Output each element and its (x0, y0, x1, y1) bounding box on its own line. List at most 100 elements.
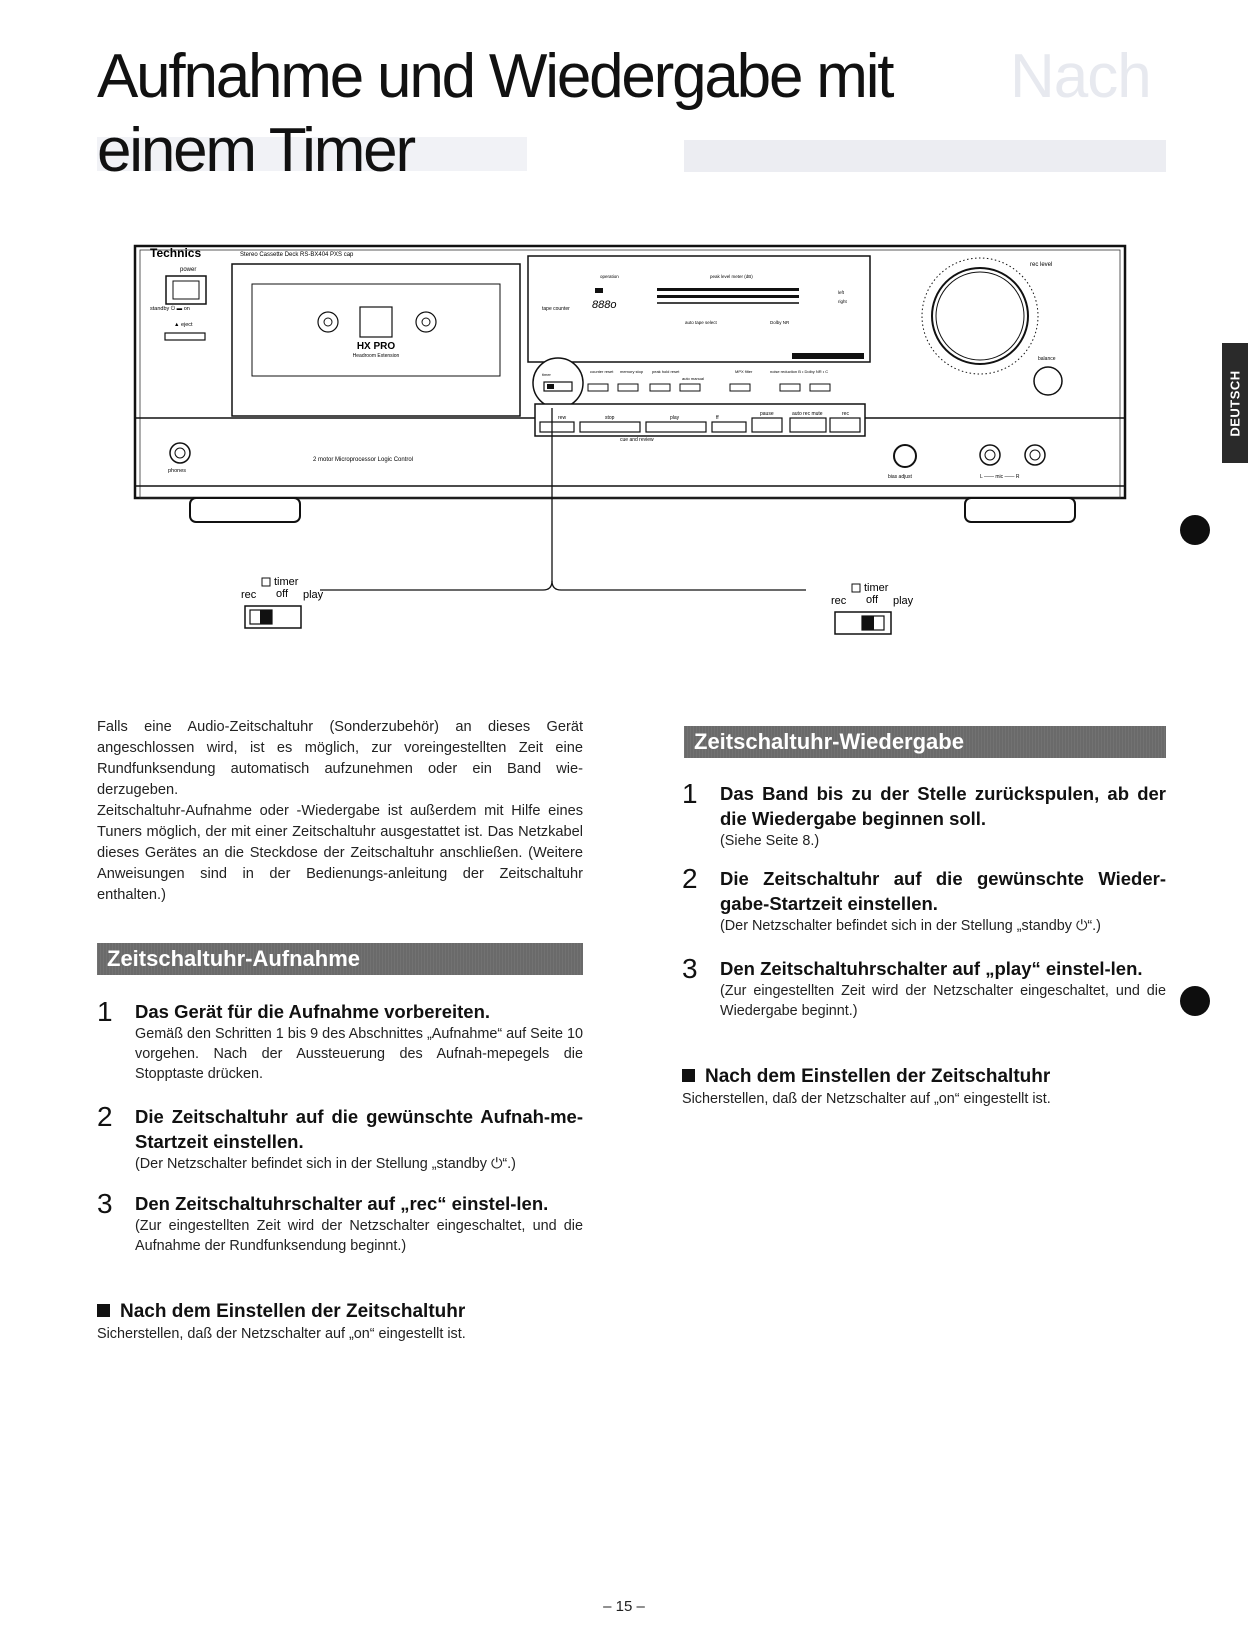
left-channel-label: left (838, 290, 845, 295)
ff-label: ff (716, 415, 719, 421)
bleed-through-bar (97, 137, 527, 171)
counter-reset-label: counter reset (590, 369, 614, 374)
language-tab-label: DEUTSCH (1227, 369, 1243, 437)
logic-control-label: 2 motor Microprocessor Logic Control (313, 457, 413, 463)
counter-reset-button[interactable] (587, 383, 609, 392)
hx-pro-sub: Headroom Extension (353, 353, 400, 359)
peak-hold-button[interactable] (649, 383, 671, 392)
device-timer-switch[interactable] (543, 381, 573, 392)
note-title: Nach dem Einstellen der Zeitschaltuhr (682, 1065, 1166, 1089)
timer-icon (851, 583, 861, 593)
auto-rec-mute-label: auto rec mute (792, 411, 823, 417)
auto-tape-select-label: auto tape select (685, 320, 718, 325)
play-button[interactable] (645, 421, 707, 433)
timer-label: timer (864, 582, 889, 594)
step-number: 2 (682, 863, 698, 894)
pause-label: pause (760, 411, 774, 417)
playback-step: 3 Den Zeitschaltuhrschalter auf „play“ e… (682, 953, 1166, 1021)
eject-label: ▲ eject (174, 322, 193, 328)
auto-manual-label: auto manual (682, 376, 704, 381)
section-heading-playback: Zeitschaltuhr-Wiedergabe (684, 726, 1166, 758)
bleed-through-heading: Nach (1010, 42, 1152, 111)
step-title: Den Zeitschaltuhrschalter auf „play“ ein… (720, 958, 1143, 979)
dolby-logo (792, 353, 864, 359)
step-body: (Zur eingestellten Zeit wird der Netzsch… (135, 1218, 583, 1254)
noise-reduction-label: noise reduction B • Dolby NR • C (770, 369, 828, 374)
bleed-through-bar (684, 140, 1166, 172)
pause-button[interactable] (751, 417, 783, 433)
step-title: Das Band bis zu der Stelle zurückspulen,… (720, 783, 1166, 829)
note-body: Sicherstellen, daß der Netzschalter auf … (682, 1091, 1051, 1107)
timer-switch-rec: timer rec off play (241, 576, 324, 629)
note-title-text: Nach dem Einstellen der Zeitschaltuhr (120, 1301, 466, 1322)
timer-label: timer (274, 576, 299, 588)
timer-switch-play: timer rec off play (831, 582, 914, 635)
counter-display: 888o (592, 299, 616, 311)
switch-knob-play (862, 616, 874, 630)
transport-buttons: rew stop play ff pause auto rec mute rec… (539, 411, 861, 443)
cassette-deck-illustration: Technics Stereo Cassette Deck RS-BX404 P… (133, 244, 1127, 591)
memory-stop-button[interactable] (617, 383, 639, 392)
eject-button[interactable] (164, 332, 206, 341)
intro-paragraph: Falls eine Audio-Zeitschaltuhr (Sonderzu… (97, 719, 583, 798)
playback-step: 1 Das Band bis zu der Stelle zurückspule… (682, 779, 1166, 851)
mpx-filter-button[interactable] (729, 383, 751, 392)
stop-button[interactable] (579, 421, 641, 433)
callout-line-play (551, 580, 806, 591)
square-bullet-icon (682, 1069, 695, 1082)
step-title: Die Zeitschaltuhr auf die gewünschte Auf… (135, 1106, 583, 1152)
hx-pro-label: HX PRO (357, 341, 396, 352)
step-title: Die Zeitschaltuhr auf die gewünschte Wie… (720, 868, 1166, 914)
note-body: Sicherstellen, daß der Netzschalter auf … (97, 1326, 466, 1342)
bias-adjust-knob[interactable] (893, 444, 917, 468)
switch-knob-rec (260, 610, 272, 624)
off-position-label: off (276, 588, 289, 600)
rec-button[interactable] (829, 417, 861, 433)
timer-icon (261, 577, 271, 587)
rew-button[interactable] (539, 421, 575, 433)
step-body: (Der Netzschalter befindet sich in der S… (135, 1156, 516, 1172)
page-title-line: Aufnahme und Wiedergabe mit (97, 42, 895, 111)
auto-manual-button[interactable] (679, 383, 701, 392)
margin-marker (1180, 515, 1210, 545)
recording-step: 3 Den Zeitschaltuhrschalter auf „rec“ ei… (97, 1188, 583, 1256)
noise-reduction-select-button[interactable] (809, 383, 831, 392)
step-number: 2 (97, 1101, 113, 1132)
intro-text: Falls eine Audio-Zeitschaltuhr (Sonderzu… (97, 717, 583, 906)
noise-reduction-button[interactable] (779, 383, 801, 392)
ff-button[interactable] (711, 421, 747, 433)
step-body: (Zur eingestellten Zeit wird der Netzsch… (720, 983, 1166, 1019)
brand-logo: Technics (150, 246, 201, 260)
dolby-nr-label: Dolby NR (770, 320, 790, 325)
play-label: play (670, 415, 680, 421)
rec-level-label: rec level (1030, 262, 1052, 268)
right-channel-label: right (838, 299, 848, 304)
balance-knob[interactable] (1033, 366, 1063, 396)
section-heading-recording: Zeitschaltuhr-Aufnahme (97, 943, 583, 975)
balance-label: balance (1038, 356, 1056, 362)
deck-foot (189, 497, 301, 523)
play-position-label: play (893, 595, 914, 607)
step-number: 1 (97, 996, 113, 1027)
margin-marker (1180, 986, 1210, 1016)
power-label: power (180, 267, 196, 273)
step-number: 3 (682, 953, 698, 984)
device-timer-label: timer (542, 372, 552, 377)
rec-position-label: rec (241, 589, 257, 601)
play-position-label: play (303, 589, 324, 601)
step-number: 3 (97, 1188, 113, 1219)
page-number: – 15 – (603, 1598, 645, 1615)
rec-label: rec (842, 411, 849, 417)
playback-step: 2 Die Zeitschaltuhr auf die gewünschte W… (682, 863, 1166, 936)
cue-review-label: cue and review (620, 437, 654, 443)
mpx-filter-label: MPX filter (735, 369, 753, 374)
intro-paragraph: Zeitschaltuhr-Aufnahme oder -Wiedergabe … (97, 803, 583, 903)
display-panel (527, 255, 871, 363)
step-body: (Siehe Seite 8.) (720, 833, 820, 849)
stop-label: stop (605, 415, 615, 421)
auto-rec-mute-button[interactable] (789, 417, 827, 433)
step-body: Gemäß den Schritten 1 bis 9 des Abschnit… (135, 1026, 583, 1082)
memory-stop-label: memory stop (620, 369, 644, 374)
page-title-line: einem Timer (97, 116, 416, 185)
step-title: Das Gerät für die Aufnahme vorbereiten. (135, 1001, 491, 1022)
